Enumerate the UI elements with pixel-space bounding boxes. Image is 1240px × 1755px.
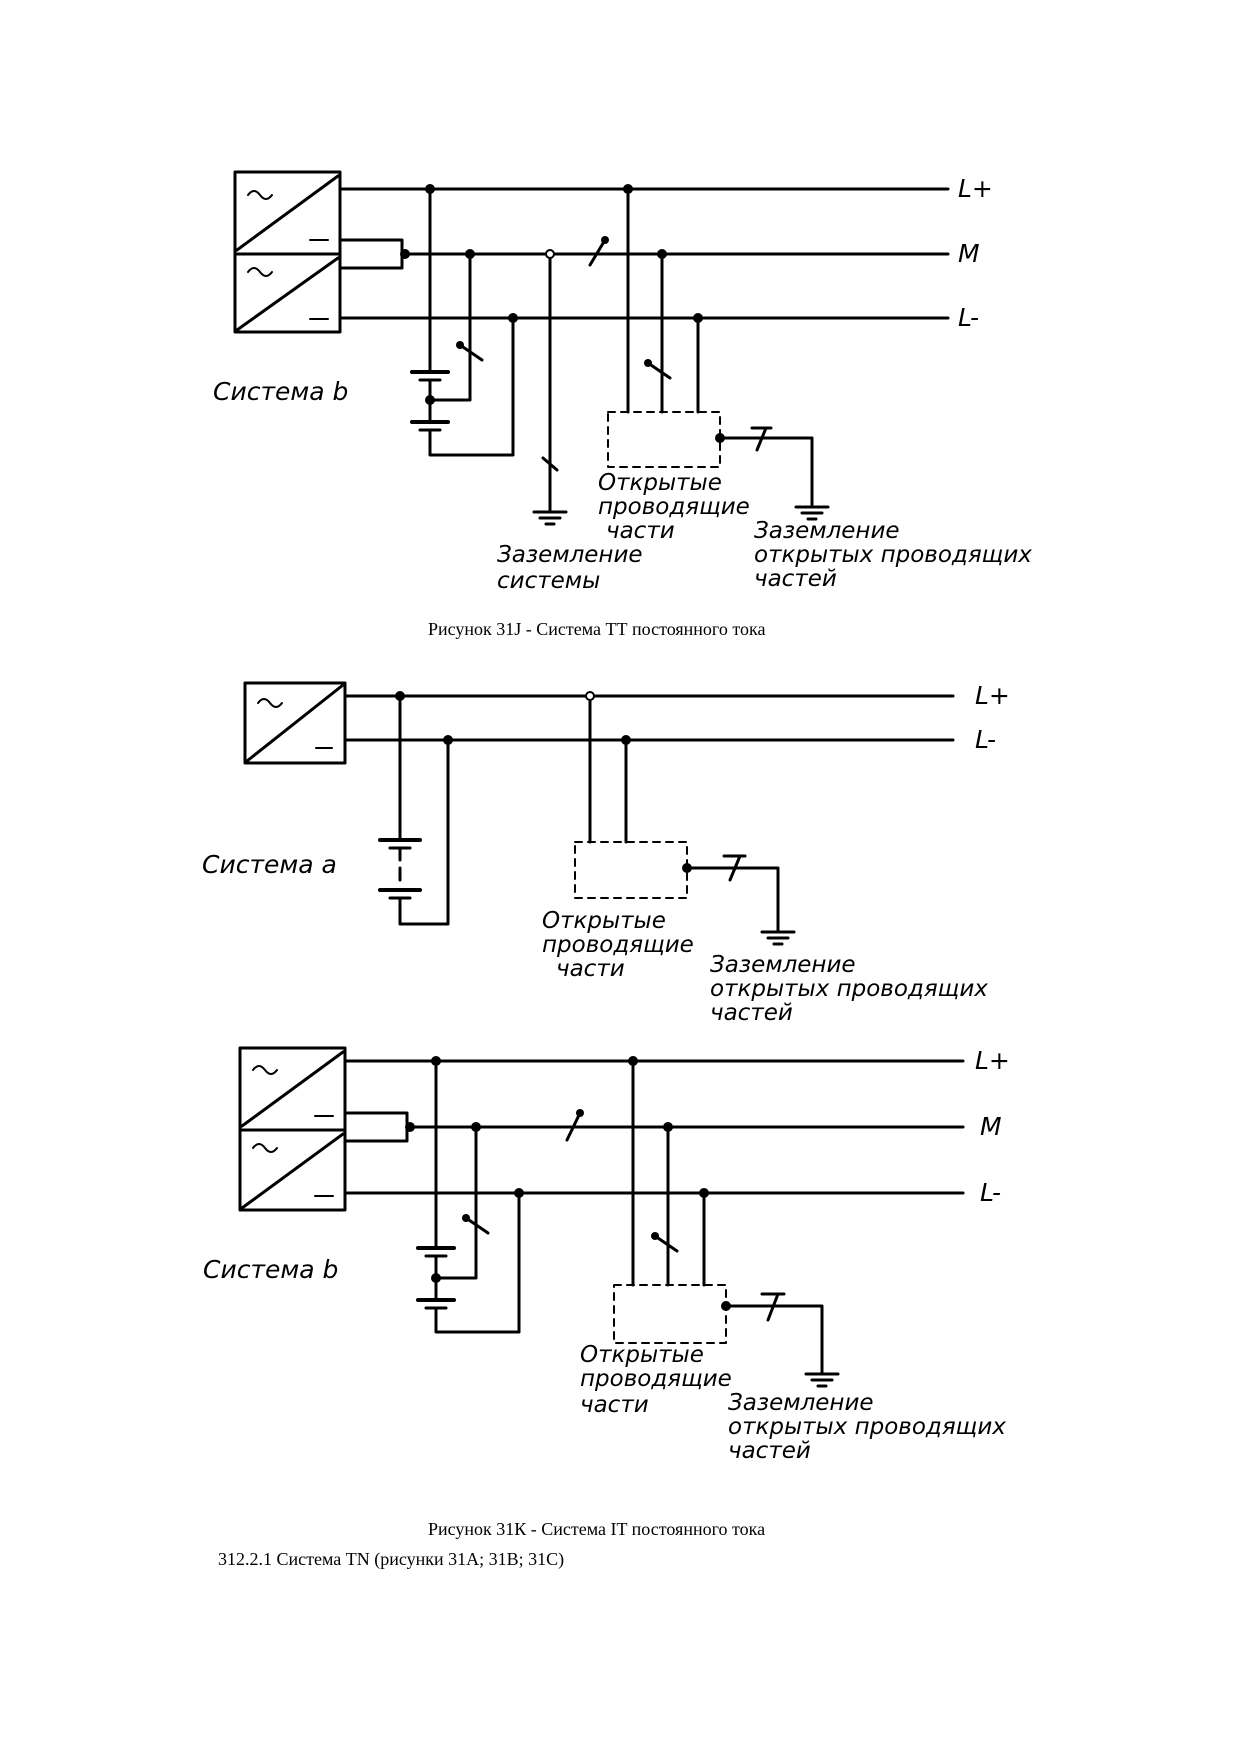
switch-icon (588, 238, 607, 267)
earth-icon (532, 510, 568, 526)
line-label-l-minus: L- (980, 1178, 1001, 1207)
system-label: Система b (213, 377, 348, 406)
figure-31k-b-diagram: L+ M L- Система b Открытые проводящие ча… (203, 1046, 1010, 1464)
exposed-parts-box (607, 411, 721, 468)
switch-icon (766, 1292, 780, 1322)
figure-31j-caption: Рисунок 31J - Система ТТ постоянного ток… (428, 619, 766, 639)
exposed-earthing-label: открытых проводящих (754, 542, 1032, 568)
exposed-parts-box (574, 841, 688, 899)
earth-icon (760, 930, 796, 946)
ac-symbol-icon (247, 267, 273, 277)
exposed-earthing-label: открытых проводящих (710, 976, 988, 1002)
switch-icon (646, 361, 672, 380)
line-label-l-minus: L- (958, 303, 979, 332)
exposed-parts-label: проводящие (580, 1366, 732, 1392)
line-label-l-minus: L- (975, 725, 996, 754)
line-label-m: M (958, 239, 980, 268)
exposed-parts-label: проводящие (598, 494, 750, 520)
figure-31k-a-diagram: L+ L- Система a Открытые проводящие част… (202, 681, 1010, 1026)
ac-symbol-icon (247, 190, 273, 200)
switch-icon (541, 456, 559, 472)
ac-symbol-icon (252, 1143, 278, 1153)
system-label: Система b (203, 1255, 338, 1284)
system-label: Система a (202, 850, 337, 879)
switch-icon (464, 1216, 490, 1235)
section-heading: 312.2.1 Система TN (рисунки 31А; 31В; 31… (218, 1549, 565, 1569)
exposed-earthing-label: Заземление (728, 1390, 874, 1416)
converter-block-top (233, 170, 342, 334)
switch-icon (653, 1234, 679, 1253)
line-label-l-plus: L+ (975, 681, 1010, 710)
earth-icon (804, 1372, 840, 1388)
figure-31j-diagram: L+ M L- Система b Открытые проводящие ча… (213, 170, 1032, 594)
exposed-parts-label: Открытые (598, 470, 722, 496)
line-label-m: M (980, 1112, 1002, 1141)
line-label-l-plus: L+ (958, 174, 993, 203)
exposed-earthing-label: Заземление (710, 952, 856, 978)
exposed-earthing-label: открытых проводящих (728, 1414, 1006, 1440)
exposed-earthing-label: Заземление (754, 518, 900, 544)
exposed-parts-label: части (606, 518, 675, 544)
switch-icon (458, 343, 484, 362)
switch-icon (565, 1111, 582, 1142)
switch-icon (728, 854, 742, 882)
system-earthing-label: Заземление (497, 542, 643, 568)
figure-31k-caption: Рисунок 31К - Система IT постоянного ток… (428, 1519, 766, 1539)
switch-icon (755, 426, 768, 452)
ac-symbol-icon (252, 1065, 278, 1075)
exposed-earthing-label: частей (710, 1000, 793, 1026)
exposed-parts-label: части (556, 956, 625, 982)
earth-icon (794, 505, 830, 521)
exposed-earthing-label: частей (754, 566, 837, 592)
ac-symbol-icon (257, 698, 283, 708)
exposed-parts-label: части (580, 1392, 649, 1418)
exposed-parts-label: проводящие (542, 932, 694, 958)
exposed-parts-label: Открытые (580, 1342, 704, 1368)
line-label-l-plus: L+ (975, 1046, 1010, 1075)
system-earthing-label: системы (497, 568, 600, 594)
exposed-earthing-label: частей (728, 1438, 811, 1464)
exposed-parts-box (613, 1284, 727, 1344)
converter-block (243, 681, 347, 765)
exposed-parts-label: Открытые (542, 908, 666, 934)
